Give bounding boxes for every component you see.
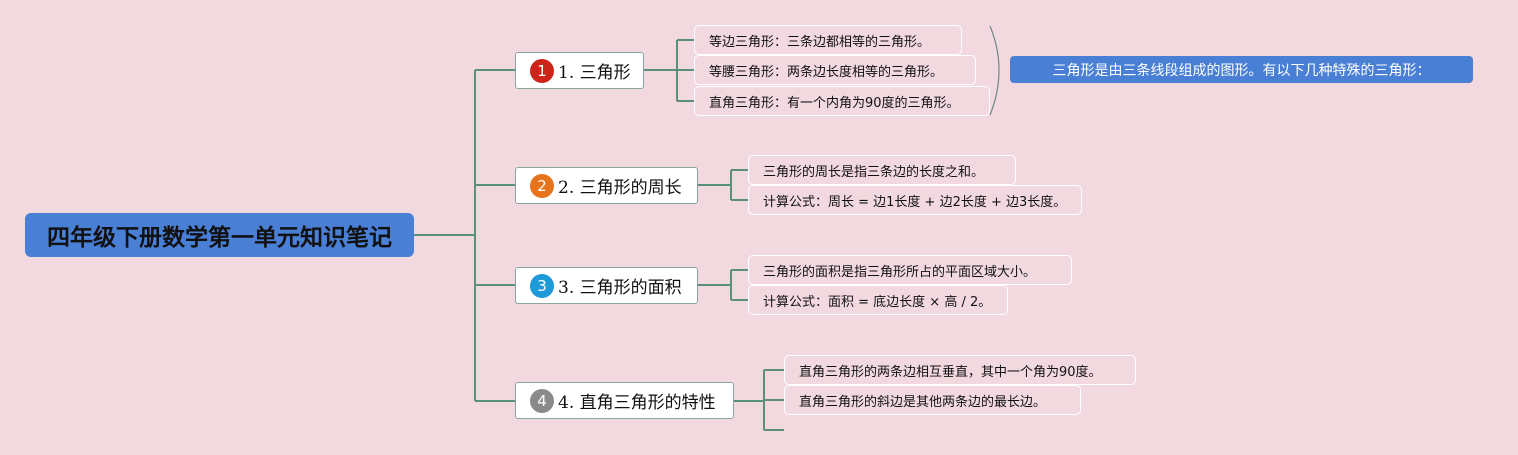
leaf-perimeter-formula[interactable]: 计算公式：周长 = 边1长度 + 边2长度 + 边3长度。 [748,185,1082,215]
leaf-text: 三角形的面积是指三角形所占的平面区域大小。 [763,264,1037,280]
leaf-text: 计算公式：面积 = 底边长度 × 高 / 2。 [763,294,992,310]
leaf-text: 三角形的周长是指三条边的长度之和。 [763,164,985,180]
number-badge-icon: 1 [530,58,554,83]
branch-label: 4. 直角三角形的特性 [558,393,716,413]
branch-area[interactable]: 3 3. 三角形的面积 [515,267,698,304]
branch-right-triangle-properties[interactable]: 4 4. 直角三角形的特性 [515,382,734,419]
leaf-hypotenuse[interactable]: 直角三角形的斜边是其他两条边的最长边。 [784,385,1081,415]
leaf-area-definition[interactable]: 三角形的面积是指三角形所占的平面区域大小。 [748,255,1072,285]
root-title: 四年级下册数学第一单元知识笔记 [47,225,392,251]
summary-bracket [989,25,1000,116]
number-badge-icon: 2 [530,173,554,198]
number-badge-icon: 4 [530,388,554,413]
leaf-text: 直角三角形：有一个内角为90度的三角形。 [709,95,960,111]
leaf-perimeter-definition[interactable]: 三角形的周长是指三条边的长度之和。 [748,155,1016,185]
branch-triangle[interactable]: 1 1. 三角形 [515,52,644,89]
leaf-isosceles[interactable]: 等腰三角形：两条边长度相等的三角形。 [694,55,976,85]
branch-label: 1. 三角形 [558,63,631,83]
leaf-text: 等腰三角形：两条边长度相等的三角形。 [709,64,944,80]
leaf-perpendicular-sides[interactable]: 直角三角形的两条边相互垂直，其中一个角为90度。 [784,355,1136,385]
leaf-equilateral[interactable]: 等边三角形：三条边都相等的三角形。 [694,25,962,55]
summary-text: 三角形是由三条线段组成的图形。有以下几种特殊的三角形： [1052,62,1431,79]
leaf-text: 直角三角形的斜边是其他两条边的最长边。 [799,394,1047,410]
leaf-right-triangle[interactable]: 直角三角形：有一个内角为90度的三角形。 [694,86,990,116]
number-badge-icon: 3 [530,273,554,298]
branch-label: 2. 三角形的周长 [558,178,682,198]
summary-note[interactable]: 三角形是由三条线段组成的图形。有以下几种特殊的三角形： [1010,56,1473,83]
branch-perimeter[interactable]: 2 2. 三角形的周长 [515,167,698,204]
leaf-text: 计算公式：周长 = 边1长度 + 边2长度 + 边3长度。 [763,194,1067,210]
leaf-text: 直角三角形的两条边相互垂直，其中一个角为90度。 [799,364,1102,380]
branch-label: 3. 三角形的面积 [558,278,682,298]
root-topic[interactable]: 四年级下册数学第一单元知识笔记 [25,213,414,257]
leaf-area-formula[interactable]: 计算公式：面积 = 底边长度 × 高 / 2。 [748,285,1008,315]
leaf-text: 等边三角形：三条边都相等的三角形。 [709,34,931,50]
